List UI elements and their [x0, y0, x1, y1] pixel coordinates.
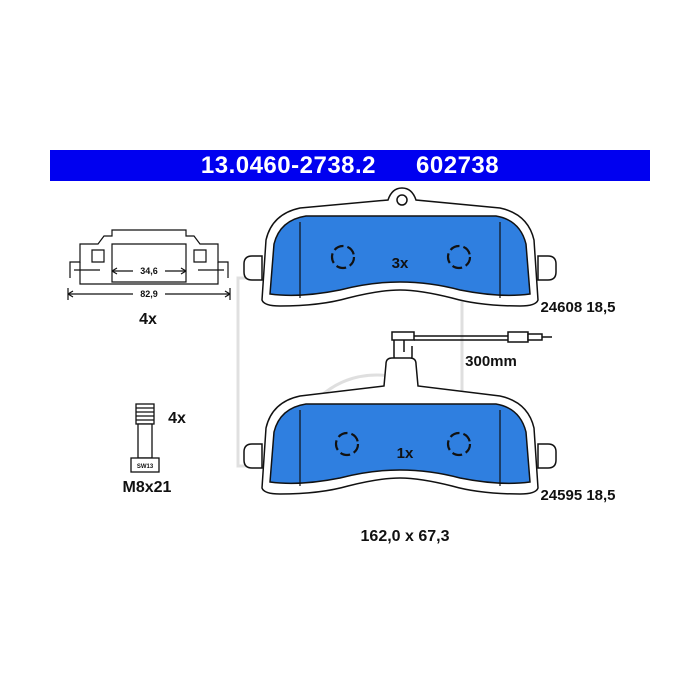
- pad-dimensions: 162,0 x 67,3: [361, 528, 450, 545]
- clip-quantity: 4x: [139, 311, 157, 328]
- reference-number: 602738: [416, 151, 500, 179]
- bolt-size: M8x21: [123, 479, 172, 496]
- brake-pad-top: [243, 187, 557, 307]
- top-pad-code: 24608 18,5: [540, 299, 615, 316]
- sensor-length: 300mm: [465, 353, 517, 370]
- brake-pad-bottom: [243, 357, 557, 495]
- top-pad-quantity: 3x: [392, 255, 409, 272]
- bottom-pad-code: 24595 18,5: [540, 487, 615, 504]
- clip-inner-width: 34,6: [140, 266, 158, 276]
- bolt-head-marking: SW13: [137, 464, 154, 470]
- bolt-icon: [130, 403, 160, 473]
- title-bar: 13.0460-2738.2 602738: [50, 150, 650, 181]
- bottom-pad-quantity: 1x: [397, 445, 414, 462]
- clip-outer-label-bg: [133, 288, 165, 299]
- part-number: 13.0460-2738.2: [200, 151, 377, 179]
- bolt-quantity: 4x: [168, 410, 186, 427]
- clip-inner-label-bg: [133, 265, 165, 276]
- clip-outer-width: 82,9: [140, 289, 158, 299]
